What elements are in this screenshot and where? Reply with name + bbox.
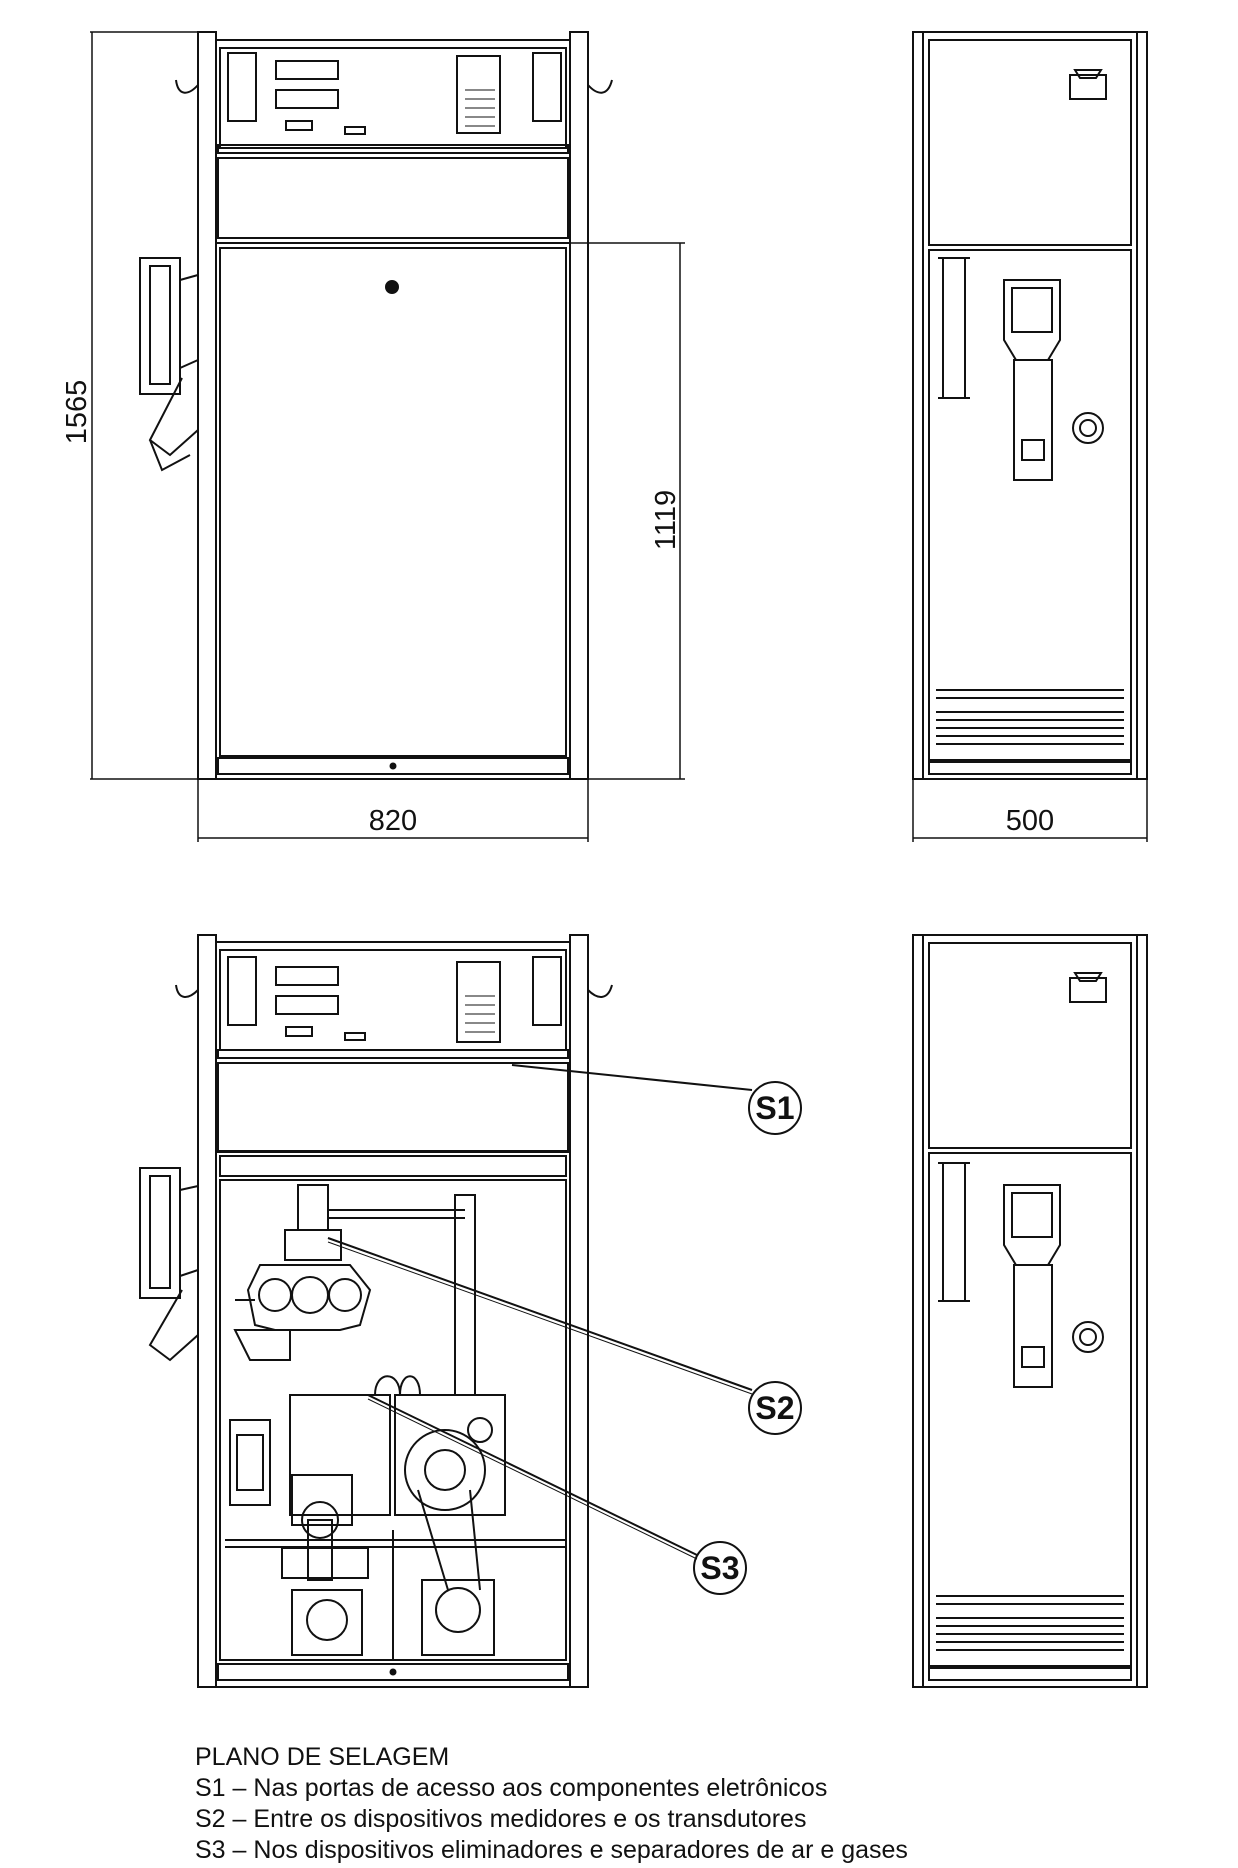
legend-code: S2 — [195, 1805, 226, 1833]
nozzle-holder-icon — [139, 1167, 199, 1362]
callout-label-s1: S1 — [755, 1090, 794, 1126]
side-view-top — [912, 31, 1148, 780]
sealing-plan-legend: PLANO DE SELAGEM S1 – Nas portas de aces… — [195, 1742, 1195, 1866]
hose-hook-icon — [175, 79, 199, 94]
leader-s3 — [367, 1394, 698, 1556]
dimension-width-front: 820 — [369, 805, 417, 837]
dimension-lines — [90, 31, 1148, 842]
legend-text: Nos dispositivos eliminadores e separado… — [253, 1836, 908, 1864]
legend-text: Entre os dispositivos medidores e os tra… — [253, 1805, 807, 1833]
legend-item-s2: S2 – Entre os dispositivos medidores e o… — [195, 1804, 1195, 1835]
leader-s1 — [511, 1064, 753, 1091]
keypad-icon — [465, 995, 495, 1033]
coupling-icon — [1072, 1321, 1104, 1353]
vent-grille — [936, 689, 1124, 745]
nozzle-holder-icon — [942, 1162, 966, 1302]
leader-s2 — [327, 1237, 753, 1391]
legend-separator: – — [225, 1774, 254, 1802]
legend-separator: – — [225, 1836, 254, 1864]
hydraulic-components — [225, 1184, 565, 1660]
callout-label-s2: S2 — [755, 1390, 794, 1426]
legend-code: S1 — [195, 1774, 226, 1802]
legend-text: Nas portas de acesso aos componentes ele… — [253, 1774, 828, 1802]
legend-item-s3: S3 – Nos dispositivos eliminadores e sep… — [195, 1835, 1195, 1866]
vent-grille — [936, 1595, 1124, 1651]
coupling-icon — [1072, 412, 1104, 444]
callout-label-s3: S3 — [700, 1550, 739, 1586]
keypad-icon — [465, 89, 495, 127]
hose-hook-icon — [587, 984, 613, 998]
callout-circle-s2 — [748, 1381, 802, 1435]
side-view-bottom — [912, 934, 1148, 1688]
lock-icon — [385, 280, 399, 294]
dimension-width-side: 500 — [1006, 805, 1054, 837]
hose-hook-icon — [587, 79, 613, 94]
seal-callouts — [327, 1064, 802, 1595]
callout-circle-s3 — [693, 1541, 747, 1595]
nozzle-holder-icon — [139, 257, 199, 472]
front-view-top — [139, 31, 613, 780]
bracket-icon — [1069, 972, 1107, 1003]
legend-code: S3 — [195, 1836, 226, 1864]
nozzle-holder-icon — [942, 257, 966, 399]
bracket-icon — [1069, 69, 1107, 100]
callout-circle-s1 — [748, 1081, 802, 1135]
legend-title: PLANO DE SELAGEM — [195, 1743, 450, 1771]
dimension-height-total: 1565 — [61, 380, 93, 445]
front-view-open — [139, 934, 613, 1688]
nozzle-icon — [1003, 279, 1061, 481]
legend-item-s1: S1 – Nas portas de acesso aos componente… — [195, 1773, 1195, 1804]
hose-hook-icon — [175, 984, 199, 998]
dimension-height-door: 1119 — [650, 490, 682, 550]
nozzle-icon — [1003, 1184, 1061, 1388]
legend-separator: – — [225, 1805, 254, 1833]
